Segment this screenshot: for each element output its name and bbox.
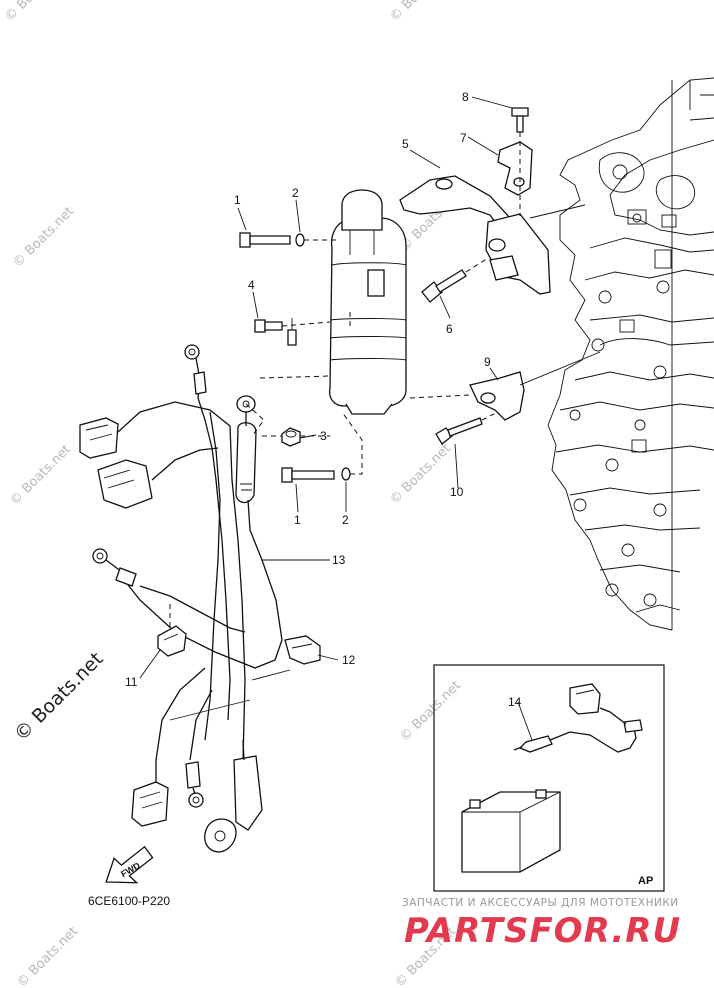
clip-and-bolt bbox=[497, 107, 586, 219]
callout-number: 14 bbox=[508, 695, 522, 709]
leader-lines bbox=[139, 96, 513, 679]
callout-number: 5 bbox=[402, 137, 409, 151]
callout-number: 8 bbox=[462, 90, 469, 104]
watermark: © Boats.net bbox=[397, 678, 464, 745]
callout-number: 12 bbox=[342, 653, 356, 667]
dealer-logo: PARTSFOR.RU bbox=[404, 911, 681, 951]
callout-labels: 1 2 3 4 5 6 7 8 9 10 11 12 13 14 1 2 bbox=[125, 90, 522, 709]
callout-number: 9 bbox=[484, 355, 491, 369]
callout-number: 4 bbox=[248, 278, 255, 292]
callout-number: 2 bbox=[292, 186, 299, 200]
battery-inset: AP bbox=[433, 664, 665, 892]
wiring-harness bbox=[79, 344, 291, 853]
clips bbox=[157, 625, 321, 665]
watermark: © Boats.net bbox=[14, 924, 81, 988]
watermark: © Boats.net bbox=[2, 0, 69, 25]
cable-clamp bbox=[259, 351, 601, 421]
bracket bbox=[399, 175, 551, 295]
dealer-tagline: ЗАПЧАСТИ И АКСЕССУАРЫ ДЛЯ МОТОТЕХНИКИ bbox=[402, 897, 679, 909]
engine-block bbox=[547, 77, 714, 631]
starter-motor bbox=[328, 189, 407, 415]
watermark: © Boats.net bbox=[10, 204, 77, 271]
dealer-branding: ЗАПЧАСТИ И АКСЕССУАРЫ ДЛЯ МОТОТЕХНИКИ PA… bbox=[402, 897, 681, 951]
watermark: © Boats.net bbox=[387, 441, 454, 508]
diagram-code: 6CE6100-P220 bbox=[88, 894, 170, 908]
callout-number: 11 bbox=[125, 675, 138, 689]
callout-number: 6 bbox=[446, 322, 453, 336]
callout-number: 2 bbox=[342, 513, 349, 527]
callout-number: 1 bbox=[294, 513, 301, 527]
callout-number: 3 bbox=[320, 429, 327, 443]
callout-number: 7 bbox=[460, 131, 467, 145]
fwd-arrow: FWD bbox=[105, 845, 154, 884]
watermark-main: © Boats.net bbox=[10, 648, 108, 746]
inset-tag: AP bbox=[638, 875, 653, 887]
watermark: © Boats.net bbox=[7, 442, 74, 509]
callout-number: 10 bbox=[450, 485, 464, 499]
fasteners bbox=[239, 232, 499, 483]
callout-number: 13 bbox=[332, 553, 346, 567]
callout-number: 1 bbox=[234, 193, 241, 207]
watermark: © Boats.net bbox=[387, 0, 454, 25]
